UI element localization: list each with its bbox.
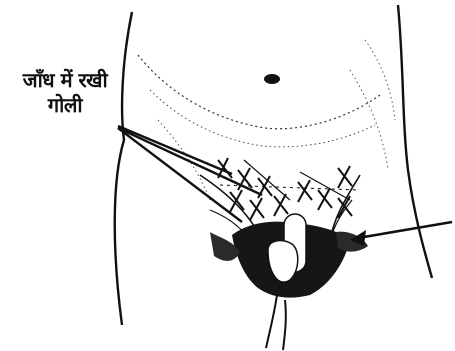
label-line-2: गोली	[6, 93, 124, 118]
right-body-outline	[398, 5, 432, 278]
pellet-marks	[218, 158, 360, 220]
navel	[264, 74, 280, 84]
label-line-1: जाँध में रखी	[6, 68, 124, 93]
left-body-outline	[115, 12, 132, 325]
abdomen-shading	[138, 40, 395, 200]
legs	[266, 295, 286, 350]
thigh-pellet-label: जाँध में रखी गोली	[6, 68, 124, 118]
